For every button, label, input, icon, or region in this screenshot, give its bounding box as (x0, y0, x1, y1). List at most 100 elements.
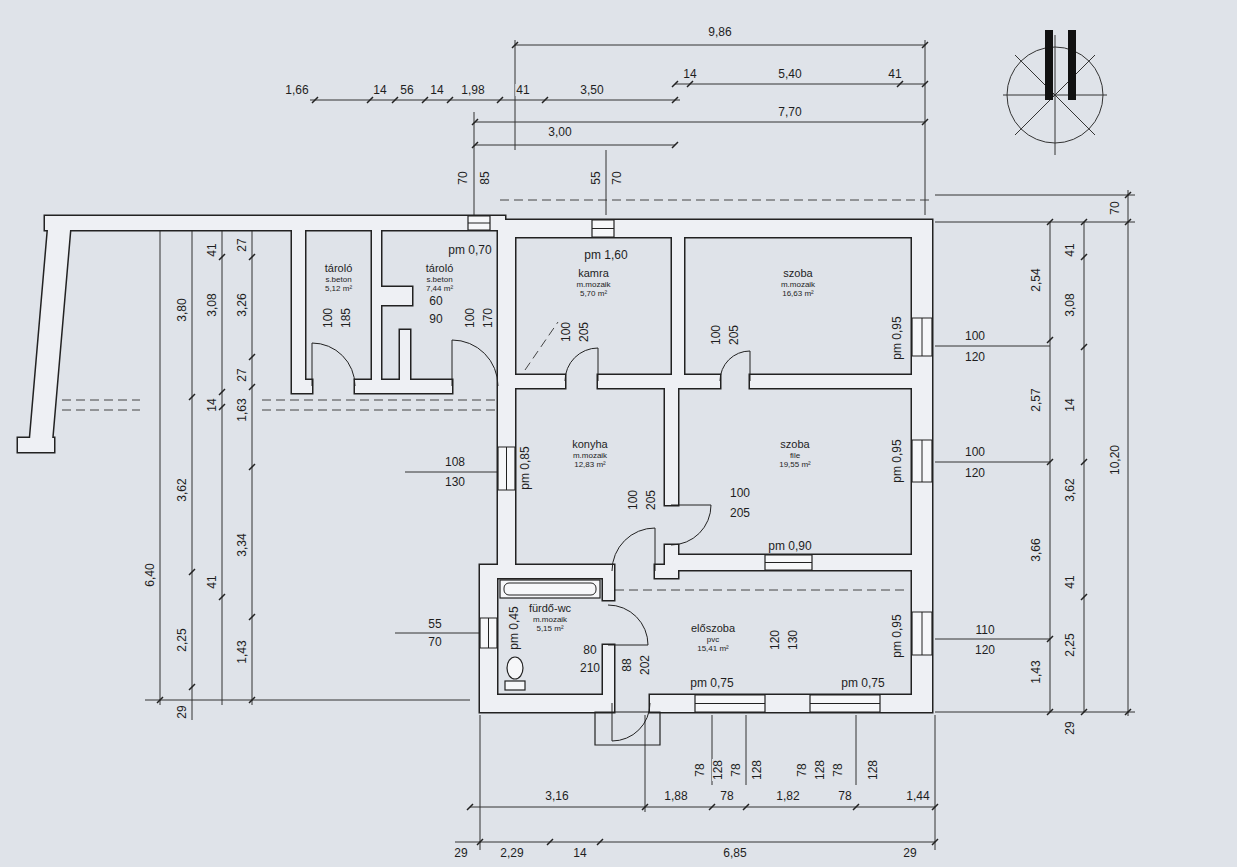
dimension-label: 29 (453, 847, 468, 859)
room: konyham.mozaik12,83 m² (515, 388, 665, 555)
dimension-label: 41 (1064, 242, 1076, 257)
dimension-label: 100 (729, 487, 751, 499)
dimension-label: 29 (1064, 720, 1076, 735)
dimension-label: 100 (560, 321, 572, 343)
dimension-label: 108 (444, 456, 466, 468)
dimension-label: 70 (457, 170, 469, 185)
dimension-label: 7,70 (777, 106, 802, 118)
wall-outline (18, 216, 932, 712)
room-detail: m.mozaik (780, 280, 816, 289)
dimension-label: 78 (730, 762, 742, 777)
dimension-label: 78 (837, 790, 852, 802)
room: szobam.mozaik16,63 m² (684, 237, 912, 375)
dimension-label: 3,50 (579, 84, 604, 96)
dimension-line (145, 40, 1135, 850)
dimension-label: 14 (682, 68, 697, 80)
dimension-label: 3,00 (547, 126, 572, 138)
door-swing (312, 340, 750, 741)
room-detail: 19,55 m² (778, 460, 812, 469)
dimension-label: pm 0,70 (447, 244, 492, 256)
dimension-label: 100 (464, 307, 476, 329)
dimension-label: 202 (639, 654, 651, 676)
bathtub-inner (504, 583, 596, 595)
dimension-label: 29 (176, 704, 188, 719)
dimension-label: 41 (206, 242, 218, 257)
room-detail: m.mozaik (572, 451, 608, 460)
dimension-label: 70 (427, 636, 442, 648)
dimension-label: 1,88 (663, 790, 688, 802)
dimension-label: 3,66 (1030, 537, 1042, 562)
dimension-label: 1,44 (905, 790, 930, 802)
dimension-label: 2,57 (1030, 387, 1042, 412)
toilet-tank (505, 681, 525, 690)
room-name: szoba (782, 267, 813, 280)
dimension-label: 3,08 (206, 292, 218, 317)
dimension-label: 1,66 (284, 84, 309, 96)
dimension-label: 128 (814, 759, 826, 781)
room-detail: 7,44 m² (425, 284, 454, 293)
dimension-label: 56 (399, 84, 414, 96)
dimension-label: 100 (627, 489, 639, 511)
dimension-label: 27 (236, 237, 248, 252)
dimension-label: 9,86 (707, 26, 732, 38)
dimension-label: 120 (769, 629, 781, 651)
dimension-label: 55 (427, 618, 442, 630)
room-name: szoba (779, 438, 810, 451)
dimension-label: pm 0,85 (519, 445, 531, 490)
dimension-label: 185 (340, 307, 352, 329)
room-name: konyha (571, 438, 608, 451)
dimension-label: pm 0,95 (891, 613, 903, 658)
dimension-label: 3,08 (1064, 292, 1076, 317)
room-detail: 12,83 m² (573, 460, 607, 469)
dimension-label: 70 (611, 170, 623, 185)
dimension-label: 41 (887, 68, 902, 80)
dimension-label: 60 (428, 295, 443, 307)
dimension-label: 5,40 (777, 68, 802, 80)
toilet (507, 657, 523, 679)
window-frame (468, 216, 932, 712)
room-name: tároló (324, 262, 354, 275)
dimension-label: pm 0,90 (767, 540, 812, 552)
dimension-label: 205 (728, 324, 740, 346)
dimension-label: 110 (974, 624, 995, 636)
dimension-label: 128 (712, 759, 724, 781)
dimension-label: 27 (236, 367, 248, 382)
dimension-label: 6,40 (144, 562, 156, 587)
dimension-label: 10,20 (1109, 444, 1121, 476)
room-detail: 5,70 m² (579, 289, 608, 298)
dimension-label: 14 (372, 84, 387, 96)
room-detail: s.beton (324, 275, 352, 284)
dimension-label: 80 (582, 644, 597, 656)
dimension-label: 205 (645, 489, 657, 511)
dimension-label: 205 (578, 321, 590, 343)
dimension-label: 2,54 (1030, 267, 1042, 292)
dimension-label: pm 0,75 (689, 677, 734, 689)
room-detail: file (789, 451, 801, 460)
dimension-tick (157, 42, 1131, 845)
dimension-label: 3,34 (236, 532, 248, 557)
dimension-label: pm 0,95 (891, 315, 903, 360)
dimension-label: 1,43 (236, 639, 248, 664)
dimension-label: 29 (902, 847, 917, 859)
room-name: fürdő-wc (528, 602, 572, 615)
dimension-label: 41 (206, 574, 218, 589)
dimension-label: 1,63 (236, 397, 248, 422)
dimension-label: 14 (429, 84, 444, 96)
dimension-label: 130 (444, 476, 466, 488)
dimension-label: 3,62 (176, 477, 188, 502)
dimension-label: 3,80 (176, 297, 188, 322)
wall-fill (18, 216, 932, 712)
dimension-label: 3,26 (236, 292, 248, 317)
dimension-label: 205 (729, 507, 751, 519)
room-detail: m.mozaik (575, 280, 611, 289)
dimension-label: 78 (719, 790, 734, 802)
room-name: kamra (577, 267, 610, 280)
dimension-label: 128 (867, 759, 879, 781)
room-detail: 5,15 m² (535, 624, 564, 633)
compass-lines (1003, 35, 1107, 155)
dimension-label: 128 (751, 759, 763, 781)
dimension-label: 1,82 (775, 790, 800, 802)
dimension-label: 78 (796, 762, 808, 777)
dimension-label: 41 (515, 84, 530, 96)
